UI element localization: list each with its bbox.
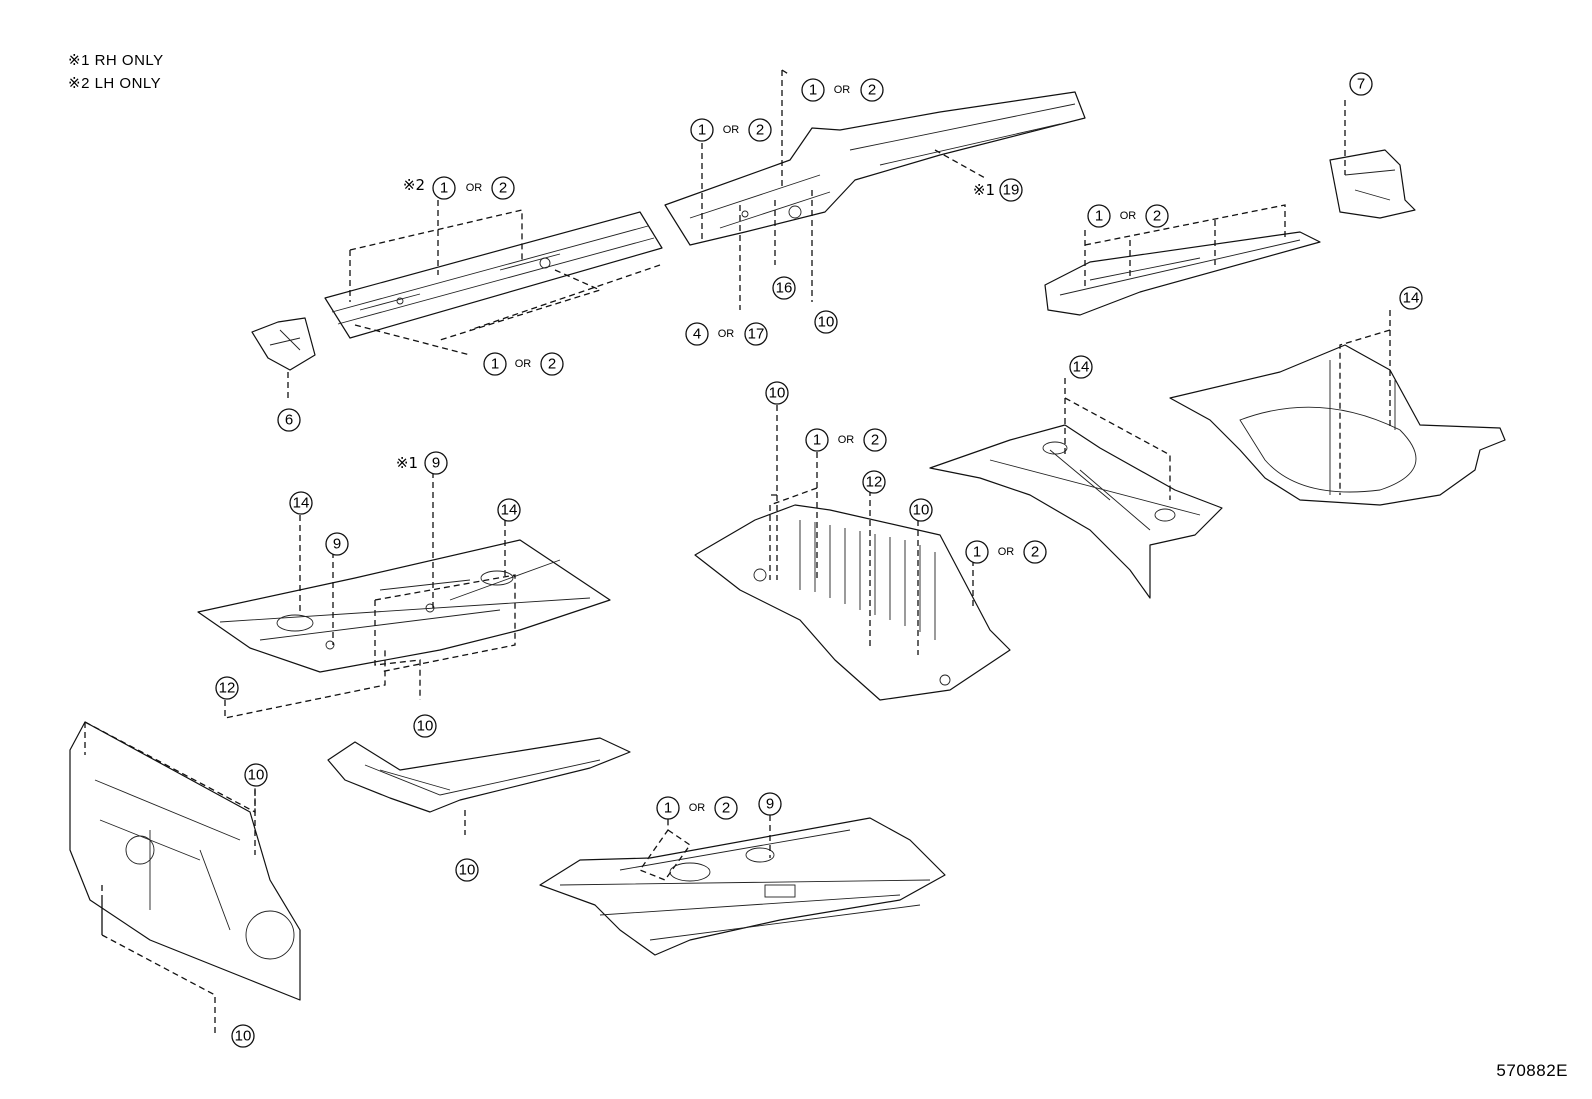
or-text: OR [838, 434, 855, 446]
callout-number: 1 [1095, 208, 1103, 225]
callout-number: 2 [1153, 208, 1161, 225]
callout-4-or-17[interactable]: 4 OR 17 [685, 322, 768, 346]
leader-lines [84, 69, 1391, 1035]
part-bracket-6 [251, 317, 316, 371]
or-text: OR [515, 358, 532, 370]
callout-1-or-2-right-member[interactable]: 1 OR 2 [1087, 204, 1169, 228]
callout-number: 12 [219, 680, 236, 697]
or-text: OR [466, 182, 483, 194]
callout-number: 10 [913, 502, 930, 519]
callout-number: 9 [333, 536, 341, 553]
callout-14-rear-floor[interactable]: 14 [1069, 355, 1093, 379]
callout-number: 2 [756, 122, 764, 139]
part-drawings [69, 91, 1506, 1001]
callout-number: 9 [766, 796, 774, 813]
or-text: OR [689, 802, 706, 814]
part-floor-tunnel-cover [327, 737, 631, 813]
part-lh-floor-side-member [324, 211, 663, 339]
note-rh-only: ※1 RH ONLY [68, 52, 164, 69]
callout-number: 10 [417, 718, 434, 735]
callout-9-floor[interactable]: 9 [325, 532, 349, 556]
callout-number: 10 [248, 767, 265, 784]
callout-lh-1-or-2-top[interactable]: ※2 1 OR 2 [403, 176, 515, 200]
callout-number: 16 [776, 280, 793, 297]
callout-10-dash-top[interactable]: 10 [244, 763, 268, 787]
lh-only-mark: ※2 [403, 176, 425, 194]
callout-1-or-2-center[interactable]: 1 OR 2 [805, 428, 887, 452]
callout-7[interactable]: 7 [1349, 72, 1373, 96]
callout-number: 7 [1357, 76, 1365, 93]
callout-number: 10 [769, 385, 786, 402]
callout-10-center-right[interactable]: 10 [909, 498, 933, 522]
callout-number: 2 [871, 432, 879, 449]
callout-10-rear-member[interactable]: 10 [814, 310, 838, 334]
callout-1-or-2-center-right[interactable]: 1 OR 2 [965, 540, 1047, 564]
callout-12-center[interactable]: 12 [862, 470, 886, 494]
part-spare-tire-well [1169, 344, 1506, 506]
callout-number: 1 [813, 432, 821, 449]
callout-1-or-2-rear-member-top[interactable]: 1 OR 2 [801, 78, 884, 102]
callout-rh-9[interactable]: ※1 9 [396, 451, 448, 475]
callout-14-spare-well[interactable]: 14 [1399, 286, 1423, 310]
callout-number: 1 [973, 544, 981, 561]
callout-1-or-2-front-floor[interactable]: 1 OR 2 [656, 796, 738, 820]
callout-number: 9 [432, 455, 440, 472]
part-rh-rear-side-member [664, 91, 1086, 246]
part-dash-panel [69, 721, 301, 1001]
callout-10-center-top[interactable]: 10 [765, 381, 789, 405]
or-text: OR [1120, 210, 1137, 222]
callout-number: 14 [1073, 359, 1090, 376]
callout-number: 2 [548, 356, 556, 373]
callout-1-or-2-rear-member-left[interactable]: 1 OR 2 [690, 118, 772, 142]
callout-number: 1 [664, 800, 672, 817]
callout-number: 10 [818, 314, 835, 331]
callout-number: 6 [285, 412, 293, 429]
callout-number: 14 [501, 502, 518, 519]
callout-6[interactable]: 6 [277, 408, 301, 432]
callout-number: 4 [693, 326, 701, 343]
callout-rh-19[interactable]: ※1 19 [973, 178, 1023, 202]
callout-number: 2 [499, 180, 507, 197]
callout-10-dash-bottom[interactable]: 10 [231, 1024, 255, 1048]
part-front-floor-pan [197, 539, 611, 673]
callout-number: 2 [1031, 544, 1039, 561]
callout-10-tunnel[interactable]: 10 [455, 858, 479, 882]
drawing-number: 570882E [1496, 1061, 1568, 1080]
rh-only-mark: ※1 [396, 454, 418, 472]
callout-9-front-floor[interactable]: 9 [758, 792, 782, 816]
callout-14-floor-right[interactable]: 14 [497, 498, 521, 522]
or-text: OR [834, 84, 851, 96]
callout-number: 1 [440, 180, 448, 197]
callout-14-floor-left[interactable]: 14 [289, 491, 313, 515]
note-lh-only: ※2 LH ONLY [68, 75, 162, 92]
callout-number: 2 [868, 82, 876, 99]
part-rear-floor-pan [929, 424, 1223, 599]
callout-number: 10 [459, 862, 476, 879]
callout-number: 17 [748, 326, 765, 343]
or-text: OR [998, 546, 1015, 558]
callout-number: 10 [235, 1028, 252, 1045]
rh-only-mark: ※1 [973, 181, 995, 199]
part-bracket-7 [1329, 149, 1416, 219]
callout-number: 14 [293, 495, 310, 512]
callout-10-floor[interactable]: 10 [413, 714, 437, 738]
callout-1-or-2-lh-rail-bottom[interactable]: 1 OR 2 [483, 352, 564, 376]
callout-number: 19 [1003, 182, 1020, 199]
callout-12-floor[interactable]: 12 [215, 676, 239, 700]
callout-number: 1 [491, 356, 499, 373]
callout-number: 2 [722, 800, 730, 817]
callout-number: 1 [698, 122, 706, 139]
callout-number: 1 [809, 82, 817, 99]
or-text: OR [718, 328, 735, 340]
part-rh-side-member-right [1044, 231, 1321, 316]
callouts: ※2 1 OR 2 1 OR 2 6 1 OR 2 1 [215, 72, 1423, 1048]
part-center-floor-pan [694, 504, 1011, 701]
or-text: OR [723, 124, 740, 136]
callout-number: 14 [1403, 290, 1420, 307]
callout-16[interactable]: 16 [772, 276, 796, 300]
part-front-floor-pan-lower [539, 817, 946, 956]
callout-number: 12 [866, 474, 883, 491]
